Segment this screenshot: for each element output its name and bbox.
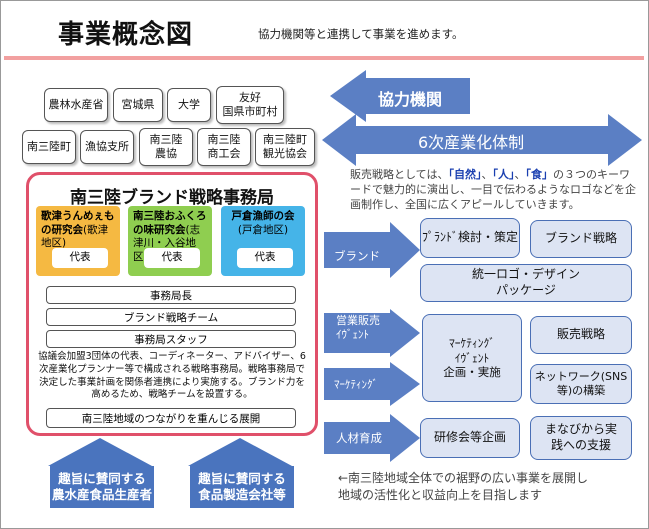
note-text: の３つのキーワードで魅力的に演出し、一目で伝わるようなロゴなどを企画制作し、全国… (350, 168, 636, 211)
org-name: 戸倉漁師の会 (231, 210, 295, 222)
org-box-ofukuro: 南三陸おふくろの味研究会(志津川・入谷地区) 代表 (128, 206, 212, 276)
left-arrow-icon (330, 70, 470, 122)
cooperation-label: 協力機関 (378, 90, 443, 109)
page-title: 事業概念図 (58, 20, 194, 50)
action-box: ブランド戦略 (530, 220, 632, 258)
partner-box: 南三陸 農協 (139, 128, 193, 166)
org-box-togura: 戸倉漁師の会 (戸倉地区) 代表 (221, 206, 305, 276)
org-area: (歌津地区) (41, 223, 109, 250)
category-label: 人材育成 (336, 431, 382, 445)
strategy-note: 販売戦略としては、「自然」、「人」、「食」の３つのキーワードで魅力的に演出し、一… (350, 168, 638, 213)
org-rep: 代表 (144, 248, 200, 268)
up-arrow-icon (48, 438, 152, 466)
category-label: ﾏｰｹﾃｨﾝｸﾞ (334, 378, 378, 391)
org-name: 南三陸おふくろの味研究会 (133, 210, 207, 236)
partner-box: 南三陸町 観光協会 (255, 128, 315, 166)
partner-box: 大学 (167, 88, 211, 122)
keyword-people: 「人」 (492, 168, 515, 181)
up-arrow-icon (188, 438, 292, 466)
action-box: ﾏｰｹﾃｨﾝｸﾞ ｲｳﾞｪﾝﾄ 企画・実施 (422, 314, 522, 402)
supporter-label: 趣旨に賛同する 農水産食品生産者 (51, 470, 152, 502)
action-box: 統一ロゴ・デザイン パッケージ (420, 264, 632, 302)
supporter-box: 趣旨に賛同する 食品製造会社等 (190, 466, 294, 508)
right-arrow-icon (324, 222, 420, 278)
action-box: 販売戦略 (530, 316, 632, 354)
staff-bar: 事務局スタッフ (46, 330, 296, 348)
action-box: まなびから実 践への支援 (530, 416, 632, 460)
note-text: 、 (481, 168, 493, 181)
page-subtitle: 協力機関等と連携して事業を進めます。 (258, 27, 464, 41)
staff-bar: ブランド戦略チーム (46, 308, 296, 326)
action-box: ネットワーク(SNS 等)の構築 (530, 364, 632, 404)
org-area: (戸倉地区) (237, 223, 289, 236)
category-label: 営業販売 ｲｳﾞｪﾝﾄ (336, 314, 380, 342)
org-rep: 代表 (52, 248, 108, 268)
office-title: 南三陸ブランド戦略事務局 (70, 188, 274, 208)
keyword-nature: 「自然」 (448, 168, 482, 181)
staff-bar: 事務局長 (46, 286, 296, 304)
partner-box: 漁協支所 (80, 130, 134, 164)
category-label: ブランド (334, 249, 380, 263)
partner-box: 南三陸 商工会 (197, 128, 251, 166)
org-name: 歌津うんめぇもの研究会 (41, 210, 115, 236)
supporter-label: 趣旨に賛同する 食品製造会社等 (198, 470, 286, 502)
right-arrow-icon (324, 309, 420, 357)
office-description: 協議会加盟3団体の代表、コーディネーター、アドバイザー、6次産業化プランナー等で… (38, 351, 306, 401)
partner-box: 友好 国県市町村 (216, 86, 284, 124)
right-arrow-icon (324, 362, 420, 406)
bottom-note: ←南三陸地域全体での裾野の広い事業を展開し 地域の活性化と収益向上を目指します (338, 471, 589, 502)
supporter-box: 趣旨に賛同する 農水産食品生産者 (50, 466, 154, 508)
partner-box: 南三陸町 (22, 130, 76, 164)
action-box: 研修会等企画 (420, 418, 520, 458)
motto-bar: 南三陸地域のつながりを重んじる展開 (46, 408, 296, 428)
partner-box: 宮城県 (113, 88, 163, 122)
double-arrow-icon (322, 114, 642, 166)
org-area: (志津川・入谷地区) (133, 223, 201, 263)
system-label: 6次産業化体制 (418, 133, 525, 152)
partner-box: 農林水産省 (44, 88, 108, 122)
note-text: 販売戦略としては、 (350, 168, 449, 181)
note-text: 、 (514, 168, 526, 181)
org-box-utatsu: 歌津うんめぇもの研究会(歌津地区) 代表 (36, 206, 120, 276)
title-underline (4, 56, 644, 60)
org-rep: 代表 (237, 248, 293, 268)
right-arrow-icon (324, 414, 420, 462)
action-box: ﾌﾟﾗﾝﾄﾞ検討・策定 (420, 218, 520, 258)
keyword-food: 「食」 (525, 168, 553, 181)
